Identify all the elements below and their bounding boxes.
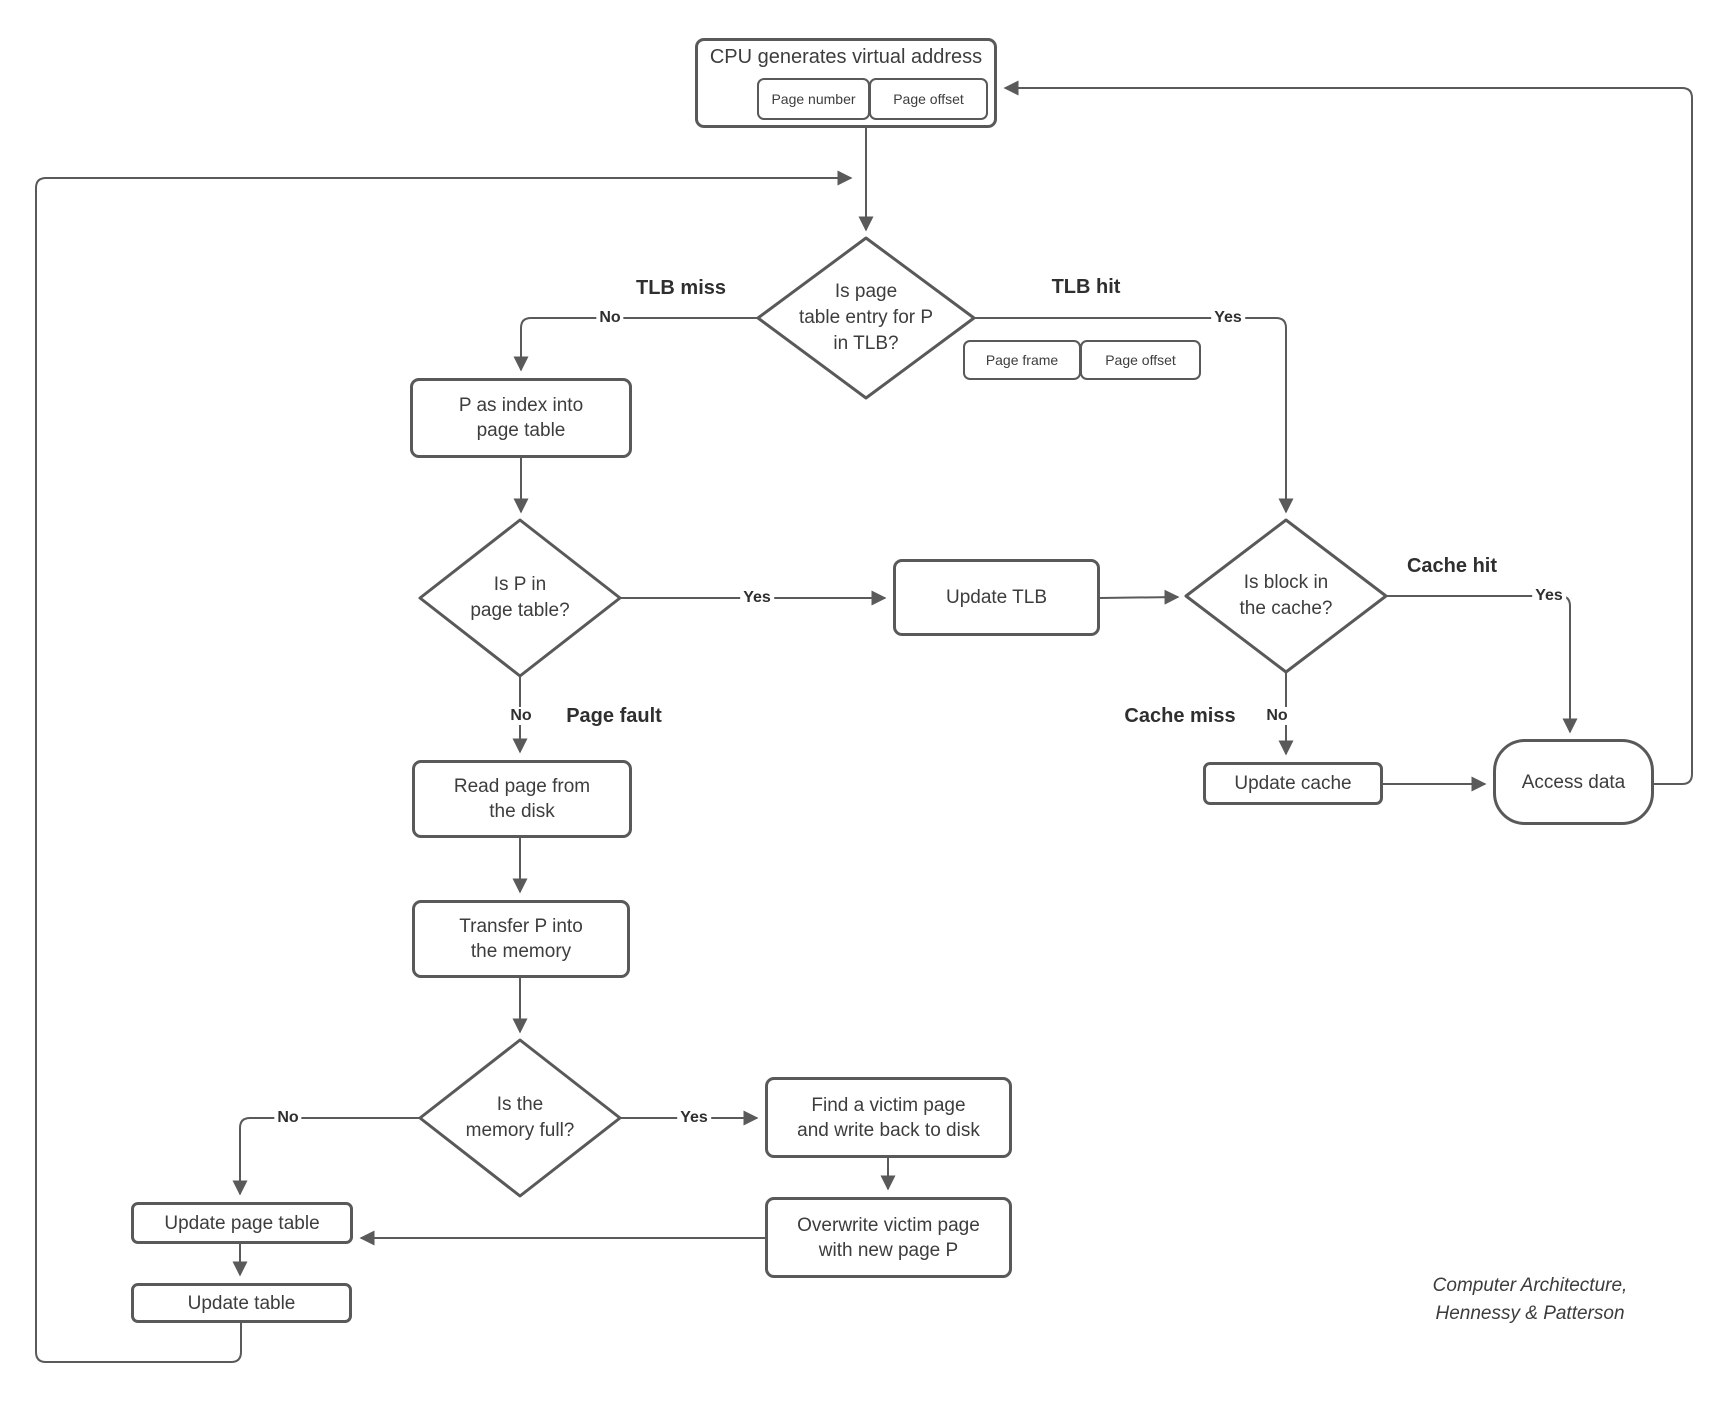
label-page-fault: Page fault	[563, 705, 665, 727]
edge-access-return-to-cpu	[1003, 80, 1693, 785]
tlb-decision-shape	[756, 236, 976, 400]
node-update-page-table: Update page table	[131, 1202, 353, 1244]
node-page-frame: Page frame	[963, 340, 1081, 380]
label-yes-pt: Yes	[740, 589, 774, 607]
cache-decision-shape	[1184, 518, 1388, 674]
cpu-box-title: CPU generates virtual address	[709, 46, 983, 68]
label-no-tlb: No	[596, 309, 624, 327]
edge-tlb-yes	[974, 317, 1294, 514]
label-yes-cache: Yes	[1532, 587, 1566, 605]
node-p-as-index: P as index into page table	[410, 378, 632, 458]
label-no-cache: No	[1263, 707, 1291, 725]
node-overwrite-victim-page: Overwrite victim page with new page P	[765, 1197, 1012, 1278]
node-page-offset-physical: Page offset	[1080, 340, 1201, 380]
memory-decision-shape	[418, 1038, 622, 1198]
node-transfer-p-into-memory: Transfer P into the memory	[412, 900, 630, 978]
node-find-victim-page: Find a victim page and write back to dis…	[765, 1077, 1012, 1158]
node-update-tlb: Update TLB	[893, 559, 1100, 636]
node-read-page-from-disk: Read page from the disk	[412, 760, 632, 838]
label-tlb-miss: TLB miss	[632, 277, 730, 299]
label-yes-tlb: Yes	[1211, 309, 1245, 327]
edge-cache-yes	[1386, 595, 1578, 734]
node-update-table: Update table	[131, 1283, 352, 1323]
label-tlb-hit: TLB hit	[1048, 276, 1124, 298]
node-access-data: Access data	[1493, 739, 1654, 825]
label-no-pt: No	[507, 707, 535, 725]
edge-tlb-no	[513, 317, 758, 372]
node-update-cache: Update cache	[1203, 762, 1383, 805]
edge-mem-no	[232, 1117, 420, 1196]
label-yes-mem: Yes	[677, 1109, 711, 1127]
node-page-number: Page number	[757, 78, 870, 120]
pt-decision-shape	[418, 518, 622, 678]
label-cache-hit: Cache hit	[1403, 555, 1501, 577]
source-credit: Computer Architecture, Hennessy & Patter…	[1432, 1275, 1628, 1324]
label-no-mem: No	[274, 1109, 302, 1127]
edge-loop-update-table-to-top	[35, 170, 853, 1363]
edge-updatetlb-to-cache	[1099, 589, 1180, 605]
node-page-offset-virtual: Page offset	[869, 78, 988, 120]
label-cache-miss: Cache miss	[1121, 705, 1239, 727]
